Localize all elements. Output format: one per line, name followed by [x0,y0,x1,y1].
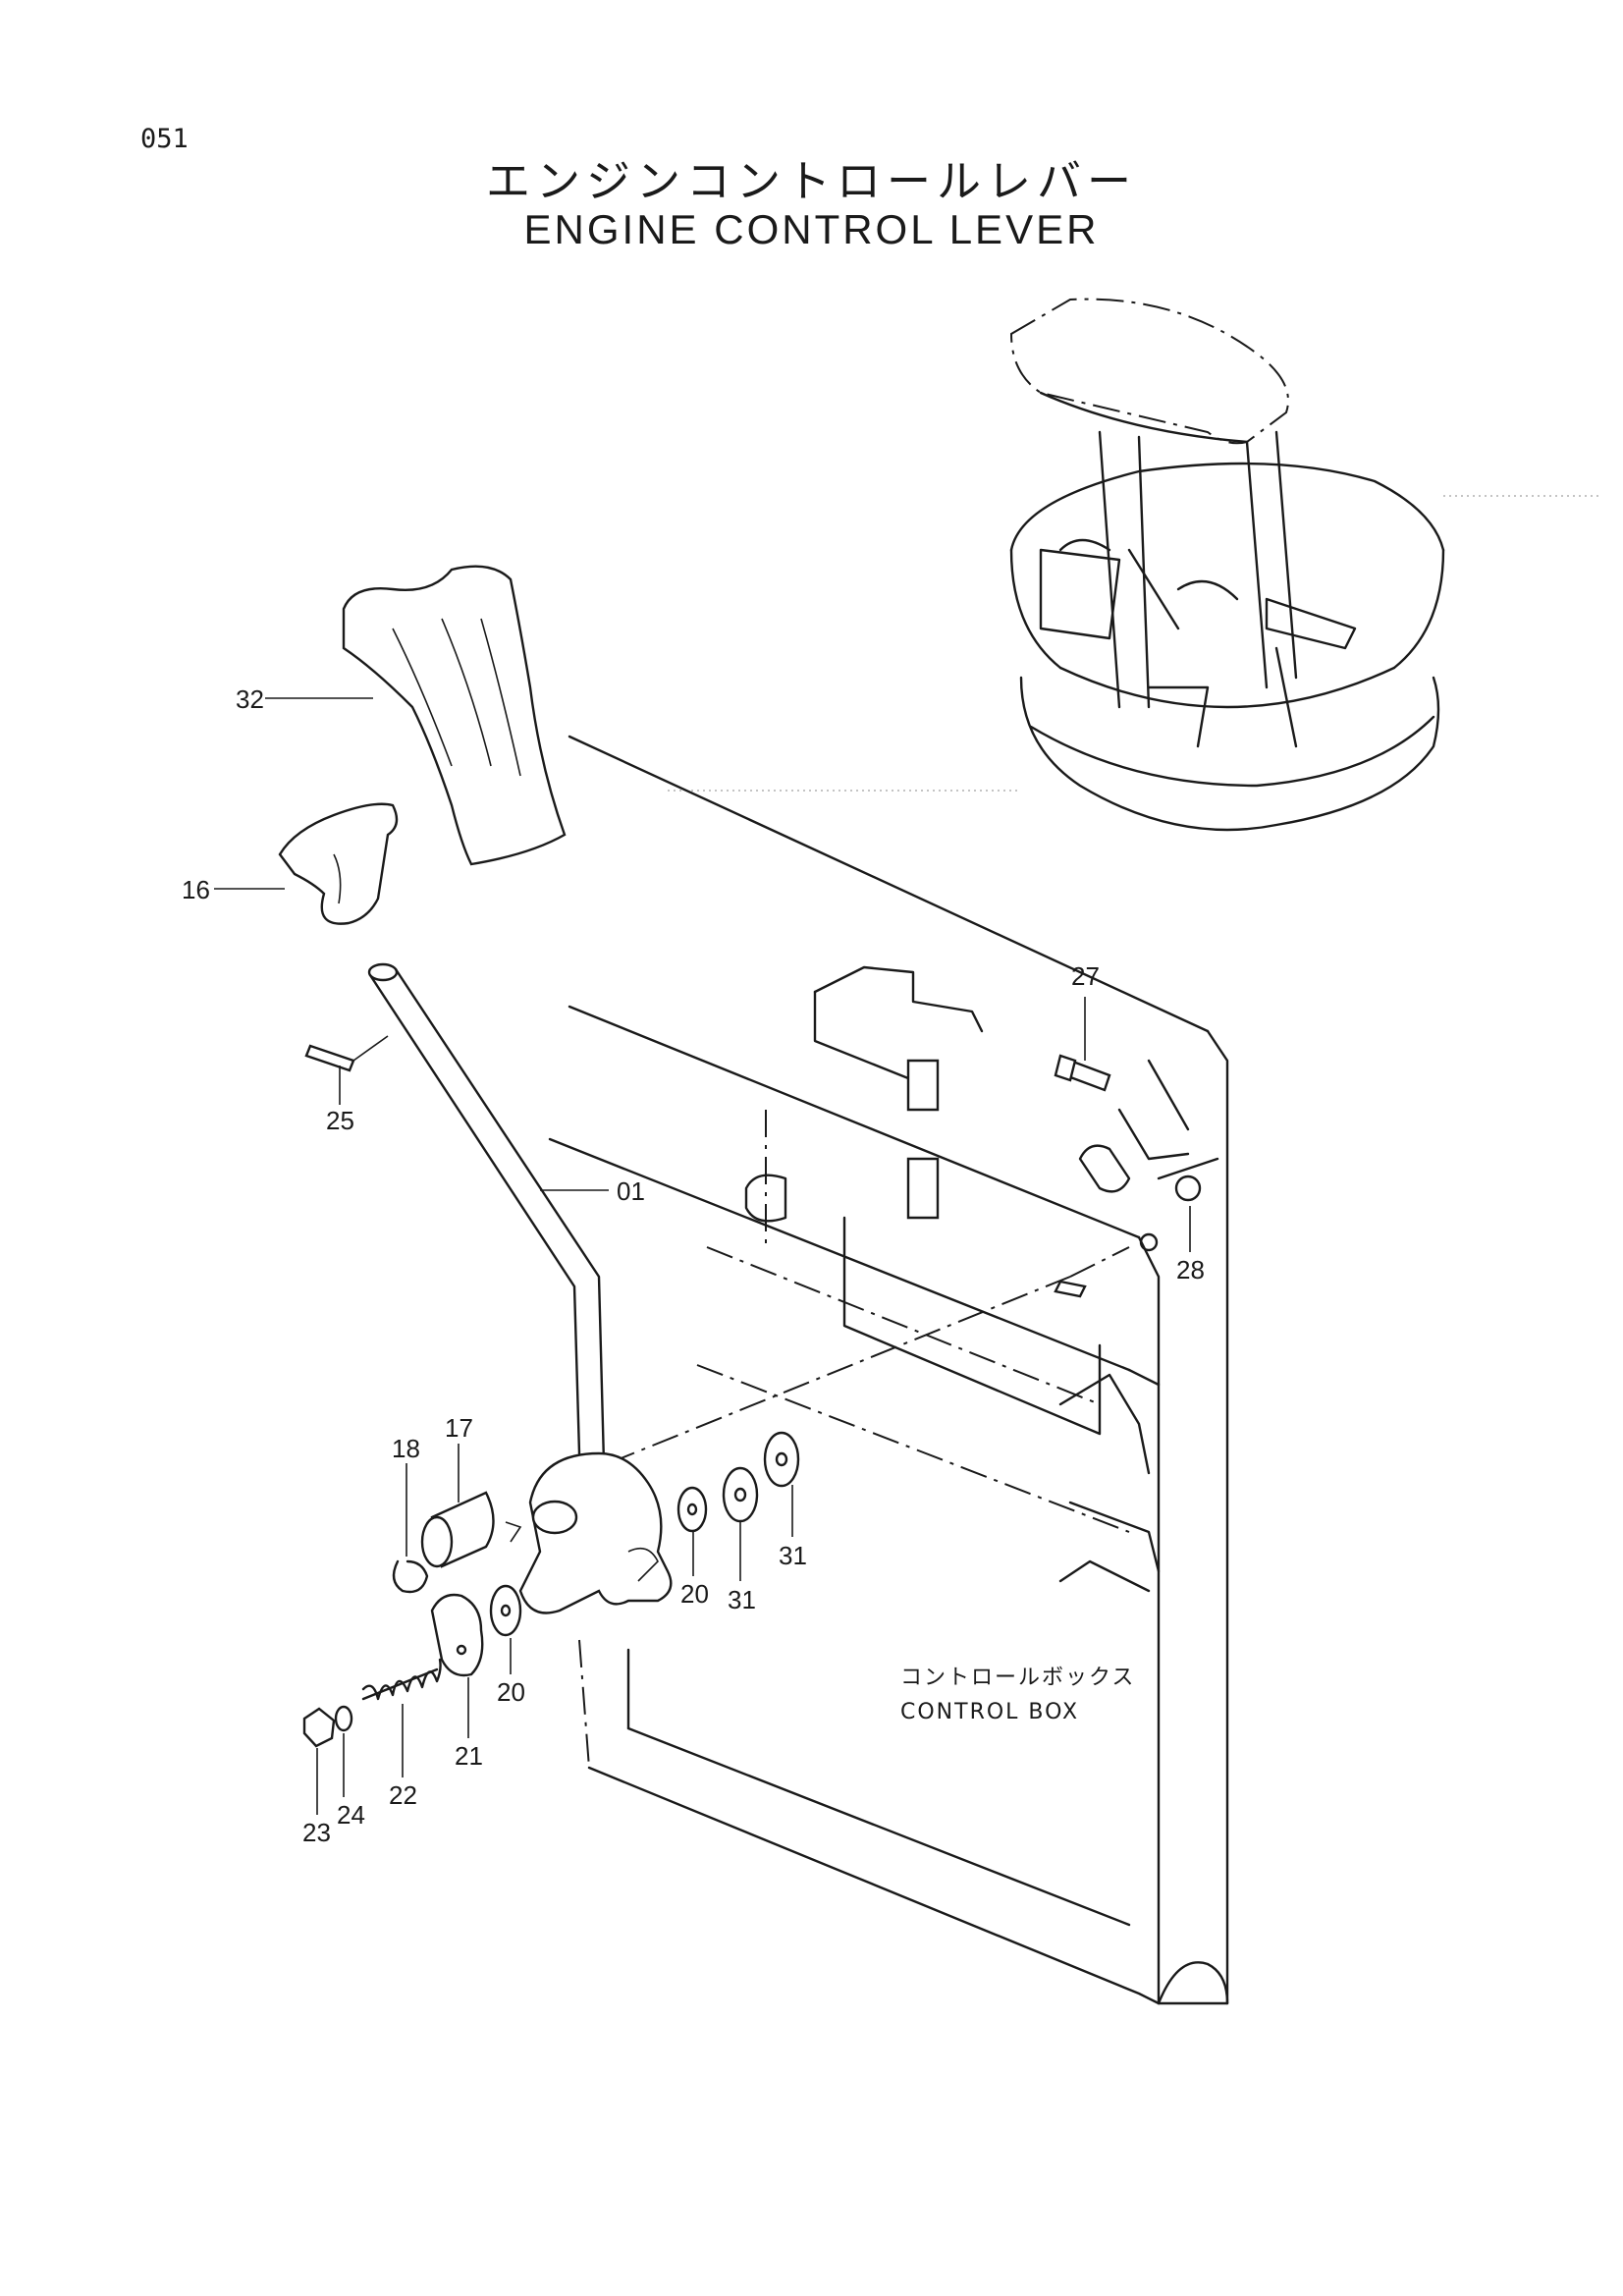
callout-28: 28 [1176,1255,1205,1285]
callout-25: 25 [326,1106,354,1135]
callout-24: 24 [337,1800,365,1830]
callout-23: 23 [302,1818,331,1847]
control-box-label-en: CONTROL BOX [900,1700,1079,1724]
callout-17: 17 [445,1413,473,1443]
callout-labels: 32 16 25 01 27 28 18 17 20 31 31 20 21 2… [182,684,1205,1847]
washer-part-20-upper [676,1486,708,1533]
bolt-part-27 [1054,1054,1111,1092]
machine-overview-illustration [668,298,1600,832]
washer-part-24 [334,1705,353,1732]
callout-20-lower: 20 [497,1677,525,1707]
callout-20-upper: 20 [680,1579,709,1609]
spring-part-22 [361,1658,442,1701]
callout-01: 01 [617,1176,645,1206]
callout-18: 18 [392,1434,420,1463]
washer-part-31-right [763,1431,800,1488]
control-box-note: コントロールボックス CONTROL BOX [900,1666,1135,1724]
callout-32: 32 [236,684,264,714]
control-lever-part-01 [367,962,673,1614]
lever-boot-part-32 [342,565,567,866]
nut-part-28 [1174,1175,1202,1202]
control-box-panel [548,735,1229,2005]
control-box-label-jp: コントロールボックス [900,1666,1135,1690]
plate-part-21 [430,1593,484,1677]
pin-part-25 [304,1035,389,1072]
callout-21: 21 [455,1741,483,1771]
page-number: 051 [140,124,189,154]
callout-31-left: 31 [728,1585,756,1614]
title-japanese: エンジンコントロールレバー [485,155,1137,207]
clip-part-18 [392,1559,429,1594]
leader-lines [214,697,1191,1815]
title-english: ENGINE CONTROL LEVER [523,206,1100,252]
callout-31-right: 31 [779,1541,807,1570]
callout-22: 22 [389,1780,417,1810]
stud [1054,1280,1087,1298]
lever-knob-part-16 [278,802,399,925]
washer-part-20-lower [489,1584,522,1637]
nut-part-23 [302,1707,336,1748]
bushing-part-17 [420,1491,522,1568]
callout-16: 16 [182,875,210,904]
callout-27: 27 [1071,961,1100,991]
washer-part-31-left [722,1466,759,1523]
